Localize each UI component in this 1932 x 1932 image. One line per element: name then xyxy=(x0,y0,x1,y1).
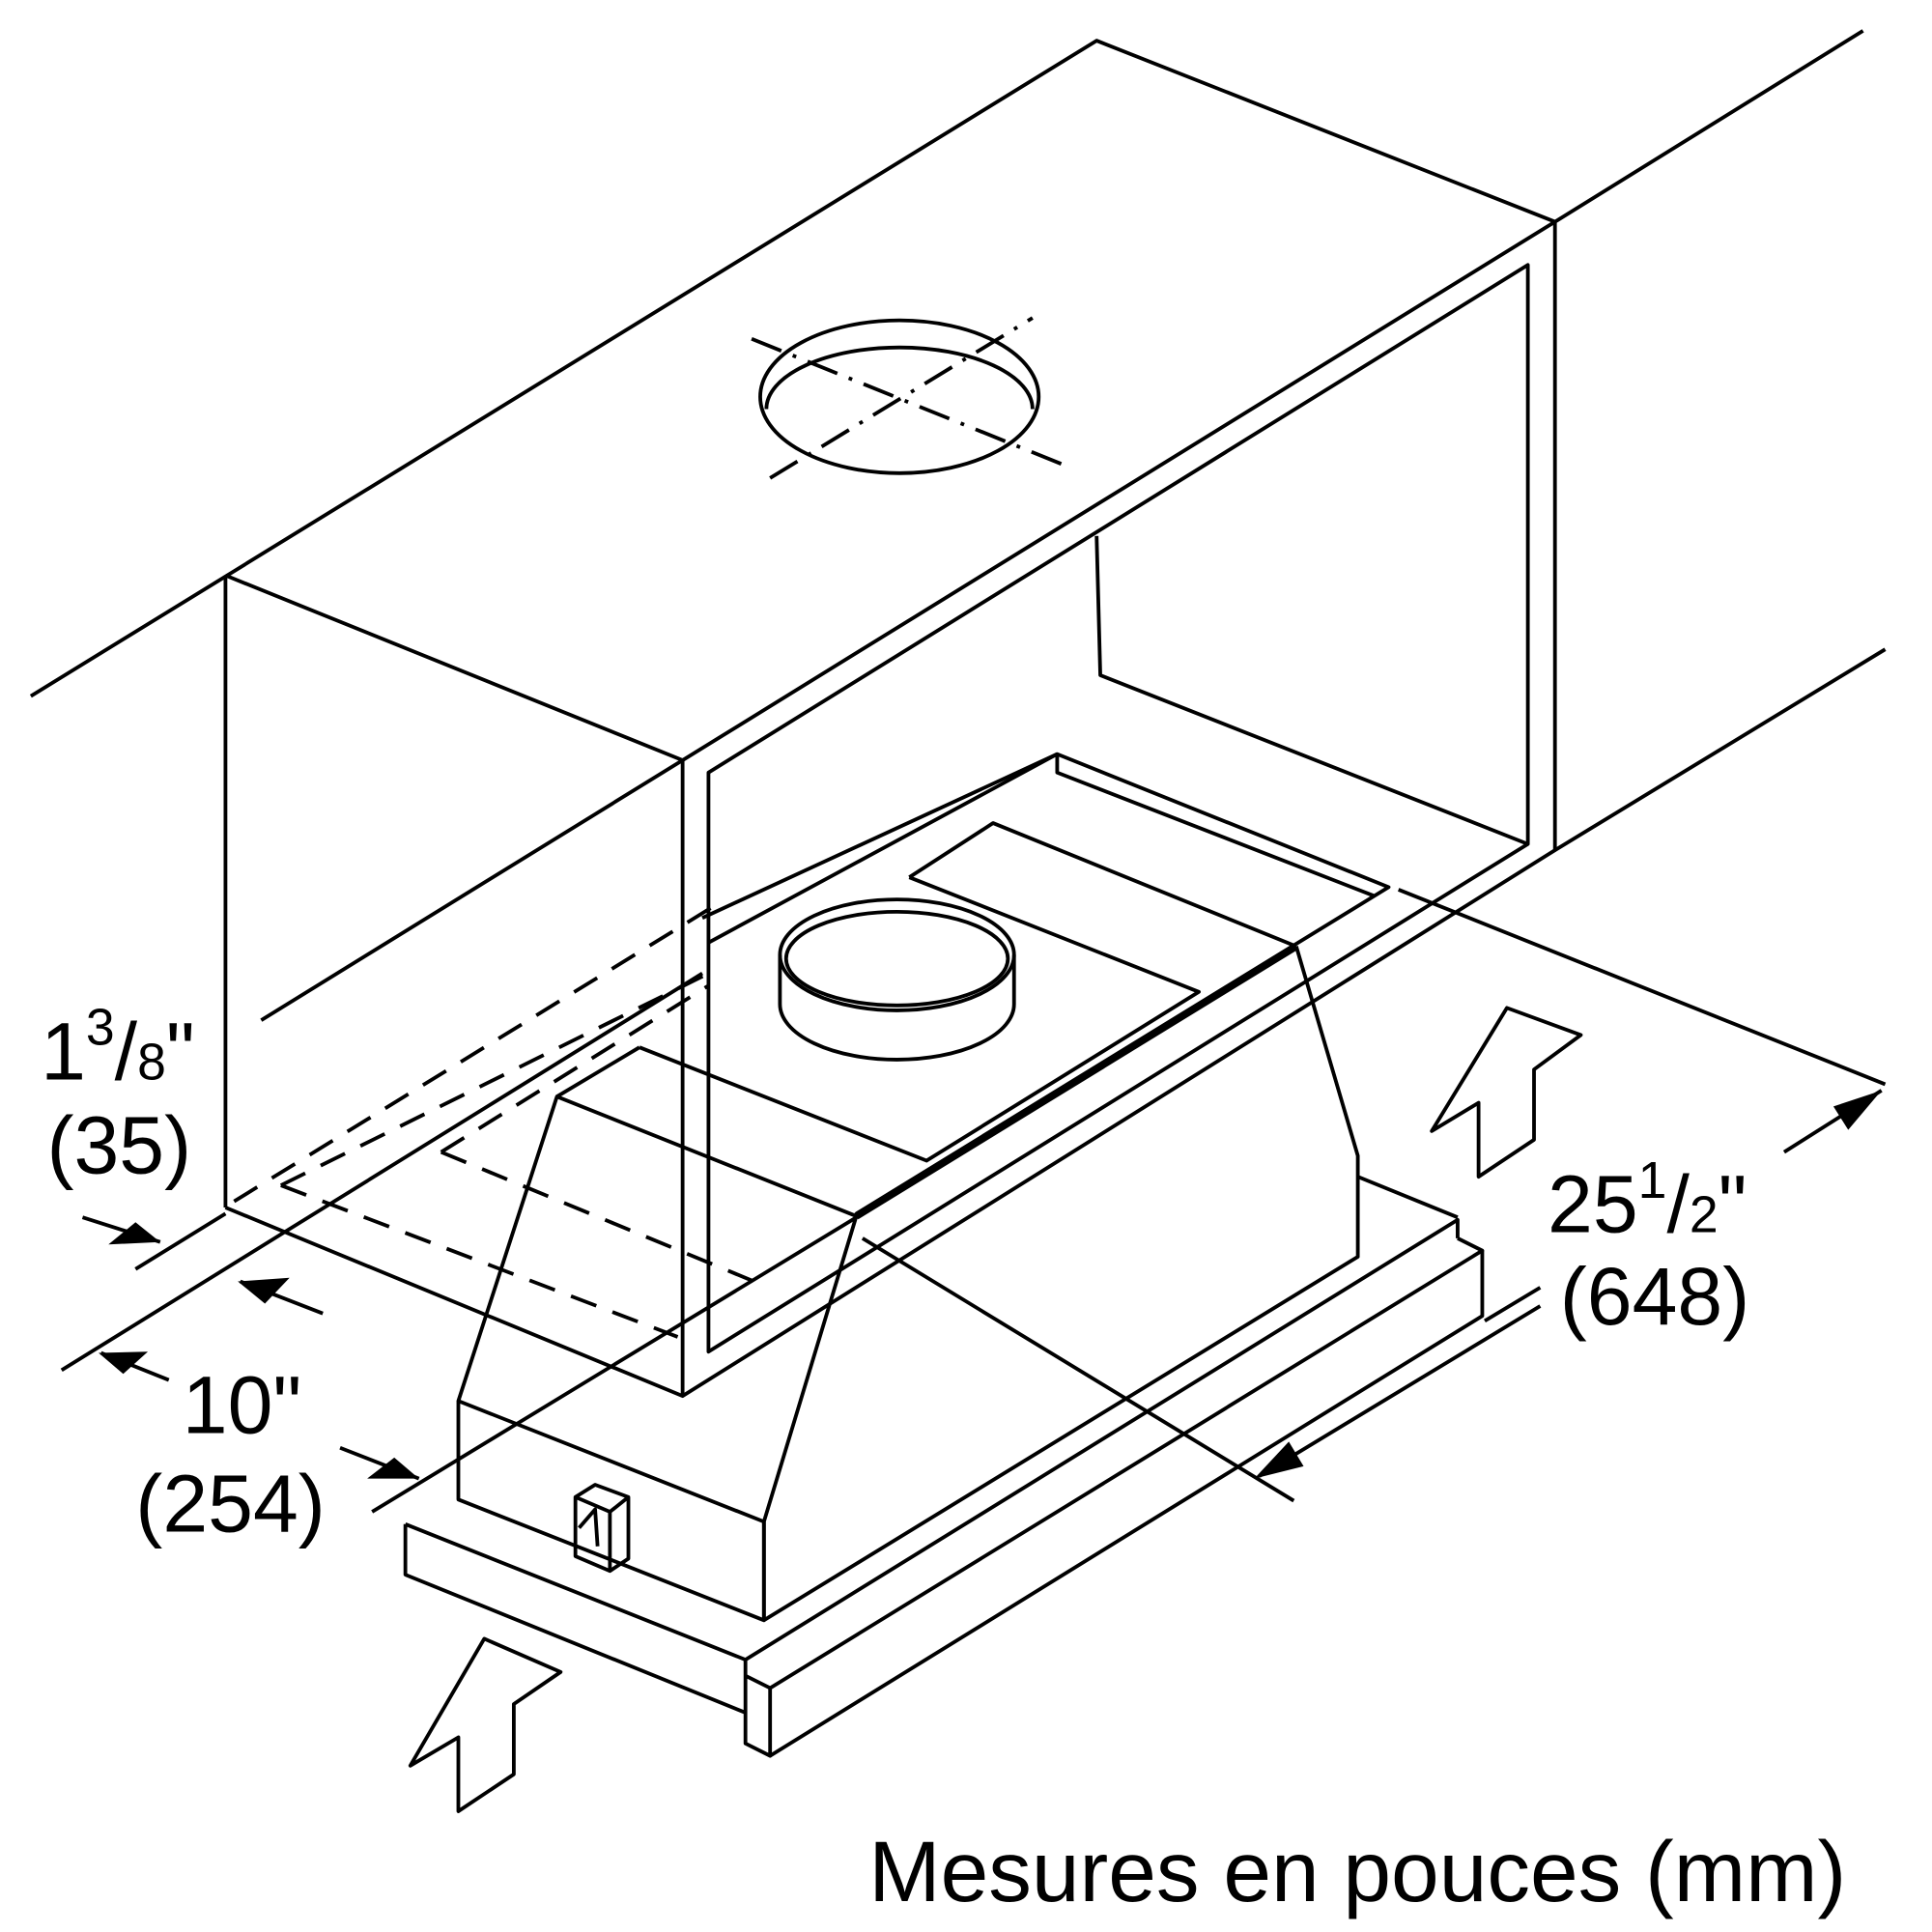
arrowhead-icon xyxy=(99,1351,149,1375)
airflow-arrow-icon xyxy=(408,1636,563,1813)
cabinet xyxy=(29,29,1887,1503)
width-mm-label: (648) xyxy=(1560,1251,1750,1342)
arrowhead-icon xyxy=(238,1277,290,1304)
flange-mm-label: (35) xyxy=(46,1099,191,1190)
arrowhead-icon xyxy=(108,1222,160,1245)
depth-mm-label: (254) xyxy=(135,1458,326,1548)
units-note: Mesures en pouces (mm) xyxy=(868,1823,1846,1919)
flange-inches-label: 13/8" xyxy=(41,1000,195,1097)
arrowhead-icon xyxy=(1833,1090,1882,1130)
airflow-arrows xyxy=(408,1006,1583,1813)
arrowhead-icon xyxy=(1254,1441,1304,1479)
switch-icon xyxy=(573,1483,631,1574)
hidden-lines xyxy=(233,903,755,1339)
airflow-arrow-icon xyxy=(1430,1006,1583,1179)
arrowhead-icon xyxy=(367,1457,419,1479)
arrow-down-left-icon xyxy=(1258,1304,1542,1478)
blower-collar xyxy=(778,897,1016,1012)
range-hood xyxy=(403,752,1485,1758)
width-inches-label: 251/2" xyxy=(1548,1152,1747,1250)
dimension-lines xyxy=(60,888,1887,1514)
depth-inches-label: 10" xyxy=(183,1359,302,1450)
duct-opening xyxy=(751,316,1073,480)
